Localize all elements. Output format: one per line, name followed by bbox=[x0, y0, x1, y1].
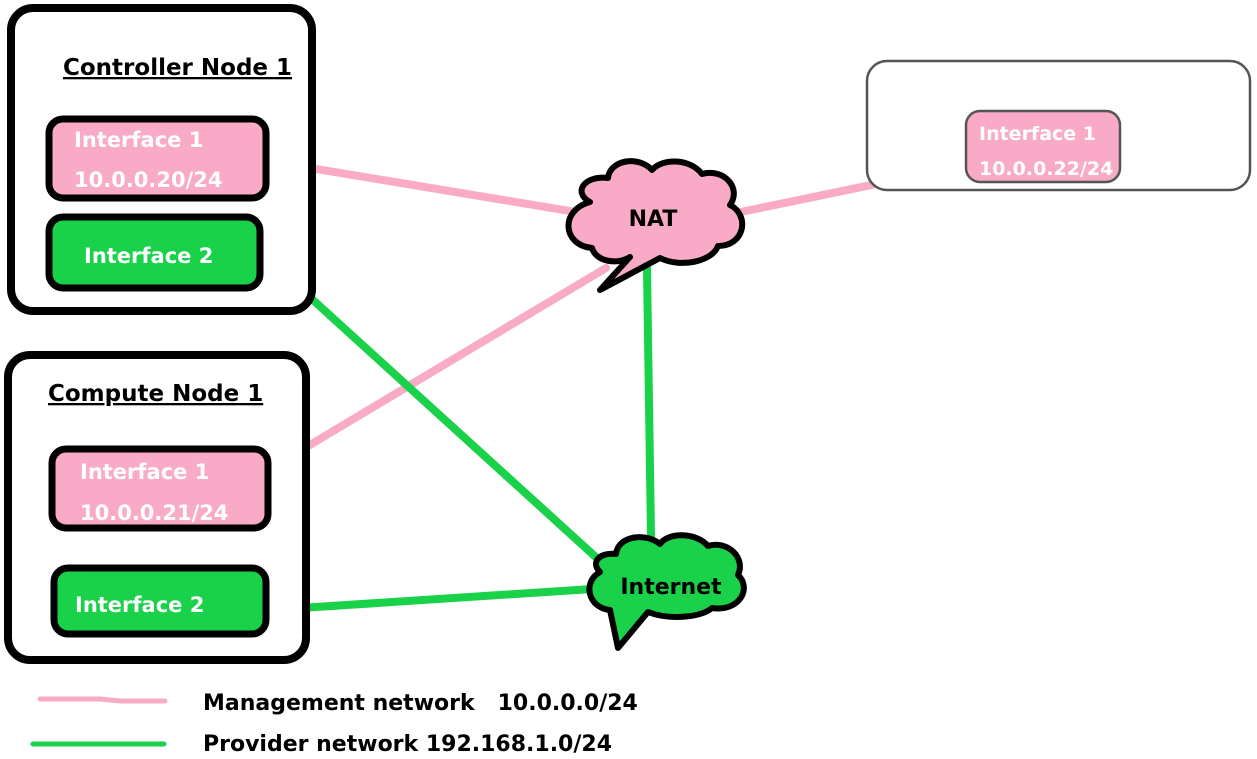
nat-cloud-shape bbox=[565, 158, 746, 293]
nat-cloud-label: NAT bbox=[629, 207, 678, 232]
legend-provider-label: Provider network 192.168.1.0/24 bbox=[203, 732, 612, 757]
controller-interface-2 bbox=[45, 213, 264, 292]
legend: Management network 10.0.0.0/24 Provider … bbox=[30, 691, 638, 757]
compute-interface-2-label: Interface 2 bbox=[75, 593, 204, 617]
extra-node: Interface 1 10.0.0.22/24 bbox=[865, 59, 1252, 192]
extra-interface-1 bbox=[964, 109, 1122, 184]
internet-cloud-label: Internet bbox=[620, 575, 722, 600]
controller-interface-1-ip: 10.0.0.20/24 bbox=[74, 168, 223, 192]
link-compute-if2-internet bbox=[266, 585, 596, 614]
internet-cloud: Internet bbox=[586, 532, 747, 651]
nat-cloud: NAT bbox=[565, 158, 746, 293]
compute-node: Compute Node 1 Interface 1 10.0.0.21/24 … bbox=[4, 351, 310, 664]
compute-interface-1-label: Interface 1 bbox=[80, 460, 209, 484]
compute-interface-2 bbox=[50, 564, 270, 638]
legend-management-line bbox=[37, 696, 168, 704]
connections bbox=[254, 156, 972, 614]
compute-node-title: Compute Node 1 bbox=[48, 381, 263, 407]
extra-interface-1-label: Interface 1 bbox=[979, 123, 1096, 145]
controller-interface-1-label: Interface 1 bbox=[74, 128, 203, 152]
controller-interface-2-label: Interface 2 bbox=[84, 244, 213, 268]
controller-interface-1 bbox=[45, 115, 270, 202]
link-nat-internet bbox=[643, 264, 655, 541]
compute-interface-1-ip: 10.0.0.21/24 bbox=[80, 501, 229, 525]
internet-cloud-shape bbox=[586, 532, 747, 651]
link-compute-if1-nat bbox=[264, 264, 610, 474]
legend-management-label: Management network 10.0.0.0/24 bbox=[203, 691, 638, 716]
extra-interface-1-ip: 10.0.0.22/24 bbox=[979, 158, 1113, 180]
compute-interface-1 bbox=[48, 445, 272, 532]
controller-node-title: Controller Node 1 bbox=[63, 55, 292, 81]
link-controller-if2-internet bbox=[254, 246, 614, 574]
controller-node: Controller Node 1 Interface 1 10.0.0.20/… bbox=[7, 4, 316, 315]
